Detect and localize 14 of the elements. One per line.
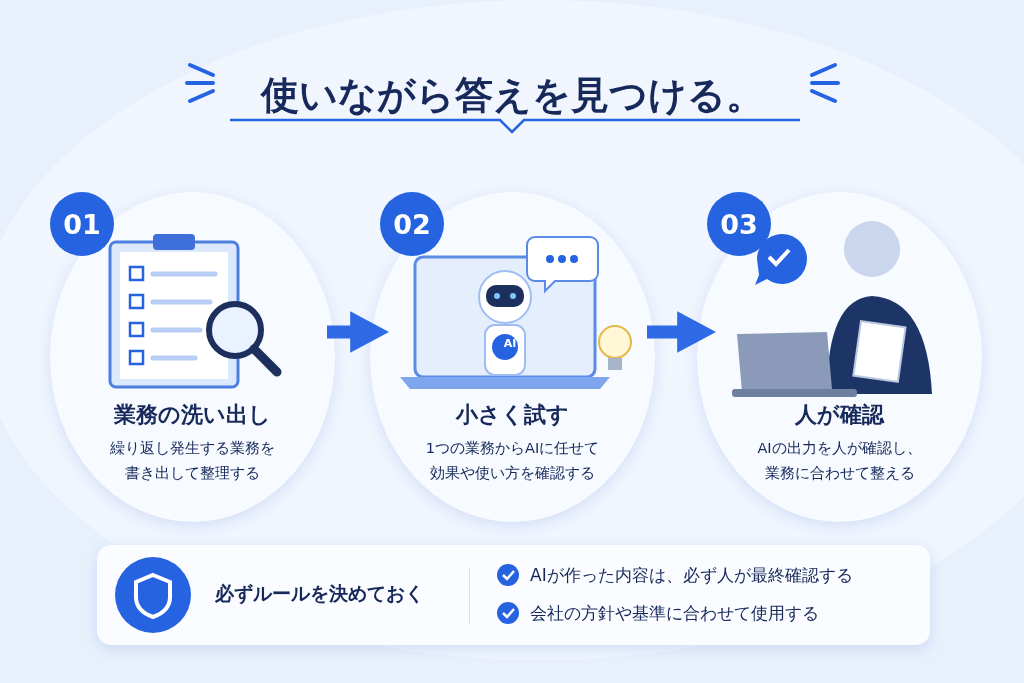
step-description: 繰り返し発生する業務を書き出して整理する: [109, 439, 276, 484]
title: 使いながら答えを見つける。: [259, 72, 765, 119]
rule-item: 会社の方針や基準に合わせて使用する: [530, 602, 819, 625]
step-description: AIの出力を人が確認し、業務に合わせて整える: [756, 439, 923, 484]
step-heading: 人が確認: [794, 401, 886, 429]
chest-label: AI: [502, 337, 518, 350]
arrow: [327, 311, 390, 353]
arrow: [647, 311, 717, 353]
step-heading: 業務の洗い出し: [113, 401, 272, 429]
step-description: 1つの業務からAIに任せて効果や使い方を確認する: [425, 439, 600, 484]
step-heading: 小さく試す: [454, 401, 570, 429]
rule-panel: [97, 545, 930, 645]
rule-heading: 必ずルールを決めておく: [215, 581, 424, 606]
rule-item: AIが作った内容は、必ず人が最終確認する: [530, 564, 853, 587]
